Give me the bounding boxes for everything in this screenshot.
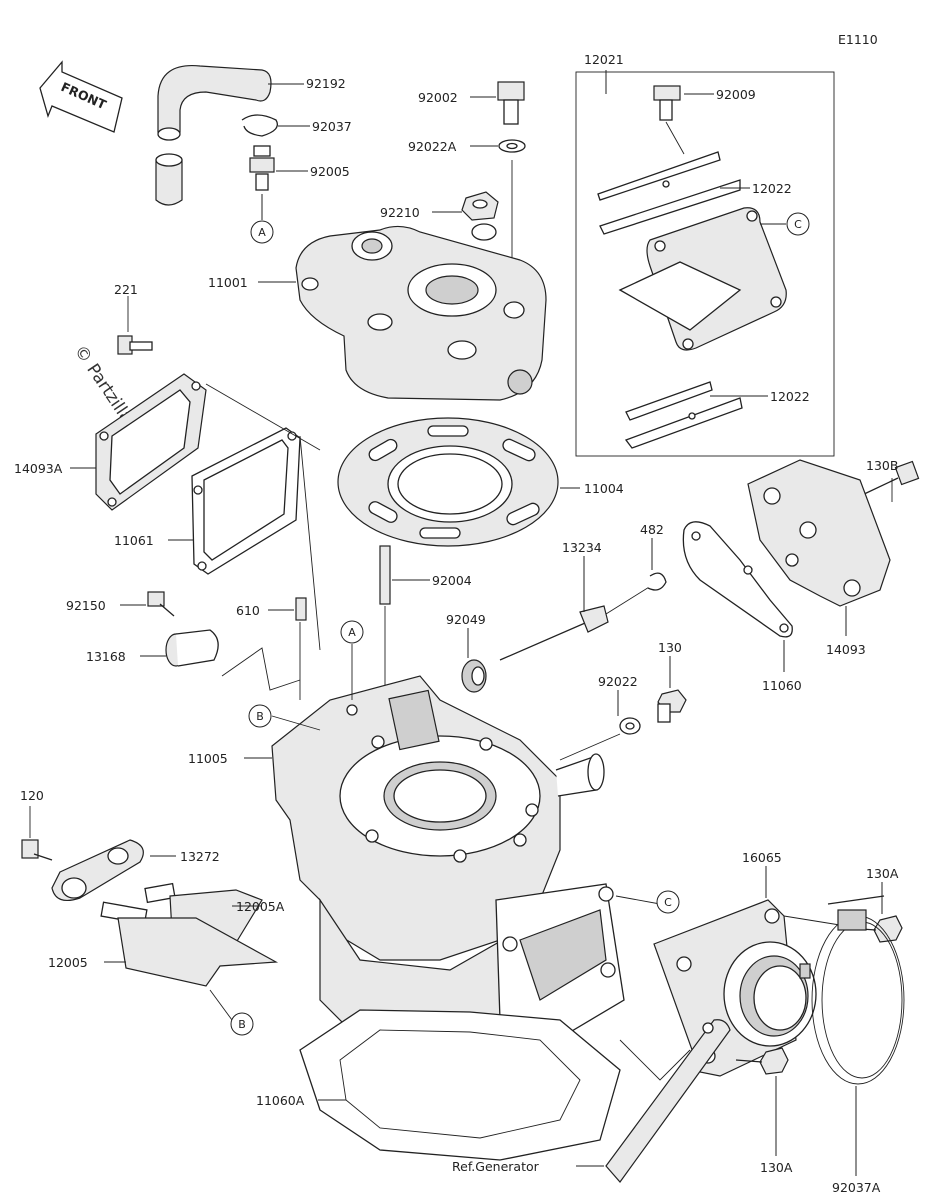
label-13168: 13168 <box>86 649 126 664</box>
label-14093: 14093 <box>826 642 866 657</box>
label-11060: 11060 <box>762 678 802 693</box>
svg-text:A: A <box>348 626 356 639</box>
diagram-code: E1110 <box>838 32 878 47</box>
hose-92192 <box>155 64 272 206</box>
label-11005: 11005 <box>188 751 228 766</box>
reed-valve-group-box <box>575 71 835 457</box>
label-92192: 92192 <box>306 76 346 91</box>
generator-reference-bracket <box>605 1019 731 1183</box>
cover-14093A <box>95 373 207 511</box>
bolt-130A-bottom <box>735 1047 789 1075</box>
label-12022-top: 12022 <box>752 181 792 196</box>
valve-guide-13272 <box>51 839 144 901</box>
label-92005: 92005 <box>310 164 350 179</box>
label-92009: 92009 <box>716 87 756 102</box>
label-12022-bottom: 12022 <box>770 389 810 404</box>
screw-221 <box>117 335 153 355</box>
base-gasket-11060A <box>299 1009 621 1161</box>
label-221: 221 <box>114 282 138 297</box>
label-11060A: 11060A <box>256 1093 305 1108</box>
lever-13168 <box>165 629 219 667</box>
label-12021: 12021 <box>584 52 624 67</box>
label-92037A: 92037A <box>832 1180 881 1195</box>
label-92037: 92037 <box>312 119 352 134</box>
reed-stopper-12022-top <box>597 151 741 235</box>
clip-482 <box>647 572 667 591</box>
head-gasket-11004 <box>337 417 559 547</box>
label-12005A: 12005A <box>236 899 285 914</box>
label-12005: 12005 <box>48 955 88 970</box>
label-92210: 92210 <box>380 205 420 220</box>
hose-clamp-92037A <box>811 895 905 1085</box>
screw-92009 <box>653 85 681 121</box>
label-130A-top: 130A <box>866 866 899 881</box>
label-610: 610 <box>236 603 260 618</box>
label-92150: 92150 <box>66 598 106 613</box>
cylinder-11005 <box>271 675 625 1051</box>
label-92004: 92004 <box>432 573 472 588</box>
nut-92210 <box>461 191 499 221</box>
label-482: 482 <box>640 522 664 537</box>
label-130: 130 <box>658 640 682 655</box>
svg-text:C: C <box>794 218 802 231</box>
svg-text:B: B <box>256 710 264 723</box>
svg-text:C: C <box>664 896 672 909</box>
reed-stopper-12022-bottom <box>624 381 743 449</box>
label-92002: 92002 <box>418 90 458 105</box>
stud-92004 <box>379 545 391 605</box>
callout-B-bottom: B <box>230 1012 254 1036</box>
label-92049: 92049 <box>446 612 486 627</box>
label-92022: 92022 <box>598 674 638 689</box>
label-11004: 11004 <box>584 481 624 496</box>
svg-text:A: A <box>258 226 266 239</box>
label-ref-generator: Ref.Generator <box>452 1159 540 1174</box>
power-valve-cover-14093 <box>747 459 891 607</box>
intake-manifold-16065 <box>653 899 817 1077</box>
bolt-120 <box>21 839 53 861</box>
oil-seal-92049 <box>461 659 487 693</box>
callout-A-top: A <box>250 220 274 244</box>
callout-A-mid: A <box>340 620 364 644</box>
dowel-610 <box>295 597 307 621</box>
svg-text:B: B <box>238 1018 246 1031</box>
callout-C-bottom: C <box>656 890 680 914</box>
bolt-92002 <box>497 81 525 125</box>
callout-C-top: C <box>786 212 810 236</box>
label-13234: 13234 <box>562 540 602 555</box>
bolt-130 <box>657 689 687 723</box>
bolt-92150 <box>147 591 175 617</box>
callout-B-mid: B <box>248 704 272 728</box>
label-11001: 11001 <box>208 275 248 290</box>
label-120: 120 <box>20 788 44 803</box>
label-11061: 11061 <box>114 533 154 548</box>
label-92022A: 92022A <box>408 139 457 154</box>
gasket-11061 <box>191 427 301 575</box>
label-14093A: 14093A <box>14 461 63 476</box>
clip-92037 <box>241 114 279 137</box>
exhaust-valve-12005 <box>100 901 279 987</box>
label-130A-bottom: 130A <box>760 1160 793 1175</box>
label-13272: 13272 <box>180 849 220 864</box>
cylinder-head-11001 <box>295 223 547 401</box>
label-16065: 16065 <box>742 850 782 865</box>
reed-block <box>618 207 787 351</box>
front-arrow-icon: FRONT <box>39 60 123 133</box>
valve-shaft-13234 <box>499 605 609 661</box>
gasket-11060 <box>682 521 793 638</box>
fitting-92005 <box>249 145 275 191</box>
label-130B: 130B <box>866 458 898 473</box>
